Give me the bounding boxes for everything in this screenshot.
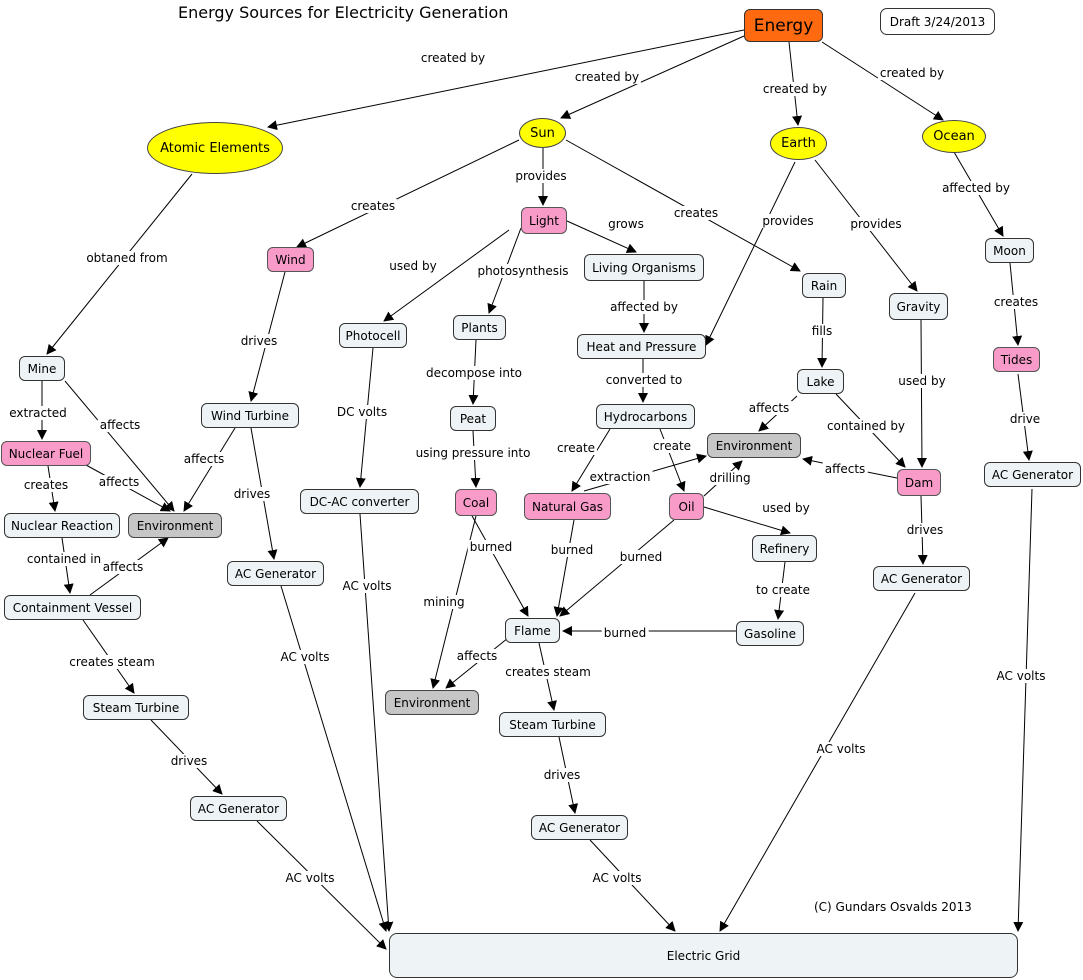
node-ocean[interactable]: Ocean: [922, 120, 986, 153]
node-photocell[interactable]: Photocell: [339, 323, 407, 348]
connection-line: [565, 139, 801, 272]
connection-line: [470, 430, 481, 488]
connection-line: [355, 347, 374, 488]
connection-line: [280, 585, 389, 932]
connection-line: [256, 820, 387, 950]
node-living-organisms[interactable]: Living Organisms: [584, 254, 704, 281]
connection-line: [917, 495, 928, 565]
node-refinery[interactable]: Refinery: [752, 535, 817, 562]
connection-line: [85, 464, 171, 512]
node-dc-ac-converter[interactable]: DC-AC converter: [300, 489, 419, 514]
node-coal[interactable]: Coal: [455, 489, 497, 516]
connection-line: [150, 719, 223, 795]
node-ac-generator-mid[interactable]: AC Generator: [531, 815, 628, 840]
connection-line: [468, 339, 479, 405]
connection-line: [774, 561, 786, 620]
connection-line: [183, 427, 236, 512]
connection-line: [538, 642, 557, 711]
node-flame[interactable]: Flame: [505, 618, 560, 643]
connection-line: [583, 453, 707, 492]
node-plants[interactable]: Plants: [453, 315, 506, 340]
node-nuclear-reaction[interactable]: Nuclear Reaction: [4, 513, 120, 538]
node-tides[interactable]: Tides: [993, 347, 1040, 372]
connection-line: [359, 513, 394, 932]
node-environment-mid[interactable]: Environment: [707, 433, 801, 458]
connection-line: [659, 428, 686, 492]
connection-line: [296, 139, 520, 248]
connection-line: [470, 513, 529, 617]
node-wind-turbine[interactable]: Wind Turbine: [201, 403, 299, 428]
node-energy[interactable]: Energy: [744, 9, 823, 42]
node-rain[interactable]: Rain: [802, 273, 846, 298]
node-ac-generator-wind[interactable]: AC Generator: [227, 561, 324, 586]
node-peat[interactable]: Peat: [450, 406, 496, 431]
connection-line: [559, 519, 675, 617]
node-natural-gas[interactable]: Natural Gas: [524, 493, 611, 520]
node-sun[interactable]: Sun: [519, 118, 566, 148]
connection-line: [566, 220, 637, 253]
connection-line: [916, 319, 927, 468]
connection-line: [248, 271, 286, 402]
connection-line: [835, 393, 906, 468]
node-gravity[interactable]: Gravity: [889, 293, 948, 320]
connection-line: [1017, 373, 1033, 461]
connection-line: [817, 297, 828, 368]
connection-line: [47, 465, 59, 512]
connection-line: [250, 427, 278, 560]
connection-line: [61, 537, 74, 594]
connection-line: [64, 380, 175, 512]
node-environment-left[interactable]: Environment: [128, 513, 222, 538]
connection-line: [705, 161, 796, 346]
connection-line: [82, 619, 135, 694]
connection-line: [89, 537, 169, 596]
connection-line: [553, 519, 575, 617]
connection-line: [589, 839, 676, 932]
node-environment-bottom[interactable]: Environment: [385, 690, 479, 715]
node-lake[interactable]: Lake: [797, 369, 844, 394]
connection-line: [267, 29, 745, 131]
node-steam-turbine-left[interactable]: Steam Turbine: [83, 695, 189, 720]
node-hydrocarbons[interactable]: Hydrocarbons: [596, 404, 695, 429]
connection-line: [1013, 488, 1033, 932]
node-wind[interactable]: Wind: [267, 247, 314, 272]
connection-line: [788, 41, 803, 126]
connection-line: [558, 736, 579, 814]
node-mine[interactable]: Mine: [19, 356, 65, 381]
connection-line: [703, 506, 791, 536]
connection-line: [46, 173, 193, 355]
node-ac-generator-left[interactable]: AC Generator: [190, 796, 287, 821]
connection-line: [430, 515, 477, 689]
connection-line: [445, 637, 509, 689]
node-heat-and-pressure[interactable]: Heat and Pressure: [577, 334, 706, 359]
node-moon[interactable]: Moon: [985, 238, 1034, 263]
connection-line: [383, 229, 510, 322]
connection-line: [802, 455, 898, 479]
connection-line: [560, 35, 745, 119]
connection-line: [821, 41, 944, 121]
connection-line: [571, 428, 611, 492]
node-atomic-elements[interactable]: Atomic Elements: [147, 122, 283, 174]
connection-line: [1009, 262, 1023, 346]
node-dam[interactable]: Dam: [897, 469, 941, 496]
node-light[interactable]: Light: [521, 207, 567, 234]
node-containment-vessel[interactable]: Containment Vessel: [4, 595, 141, 620]
connection-line: [703, 460, 743, 497]
connection-line: [953, 151, 1004, 237]
connection-line: [719, 592, 916, 932]
connection-line: [814, 159, 918, 292]
node-ac-generator-dam[interactable]: AC Generator: [873, 566, 970, 591]
node-oil[interactable]: Oil: [669, 493, 704, 520]
node-electric-grid[interactable]: Electric Grid: [389, 933, 1018, 978]
node-nuclear-fuel[interactable]: Nuclear Fuel: [1, 441, 91, 466]
node-steam-turbine-mid[interactable]: Steam Turbine: [499, 712, 606, 737]
connection-line: [758, 395, 798, 432]
draft-date-badge[interactable]: Draft 3/24/2013: [880, 8, 995, 35]
node-ac-generator-tides[interactable]: AC Generator: [984, 462, 1081, 487]
node-earth[interactable]: Earth: [770, 127, 827, 160]
node-gasoline[interactable]: Gasoline: [736, 621, 804, 646]
